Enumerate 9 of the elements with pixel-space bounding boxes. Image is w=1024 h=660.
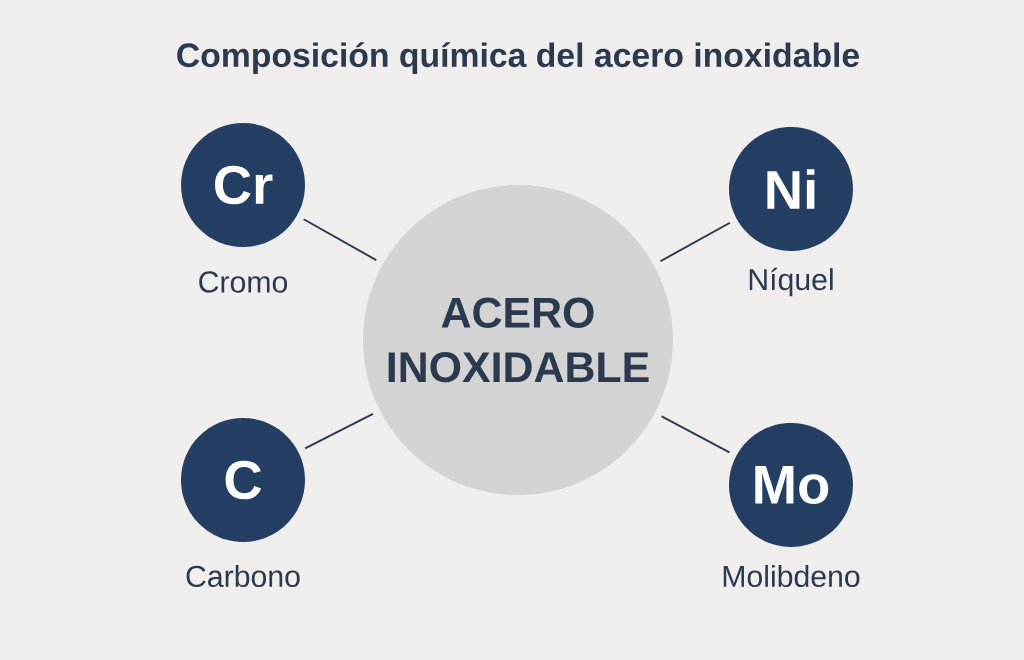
title: Composición química del acero inoxidable — [177, 42, 859, 74]
element-name: Níquel — [749, 267, 833, 297]
connector-line — [302, 218, 378, 262]
element-name: Carbono — [186, 564, 300, 588]
connector-line — [659, 221, 731, 263]
connector-line — [660, 415, 731, 454]
element-name: Cromo — [199, 271, 288, 293]
connector-line — [304, 412, 374, 450]
element-name: Molibdeno — [723, 564, 860, 588]
